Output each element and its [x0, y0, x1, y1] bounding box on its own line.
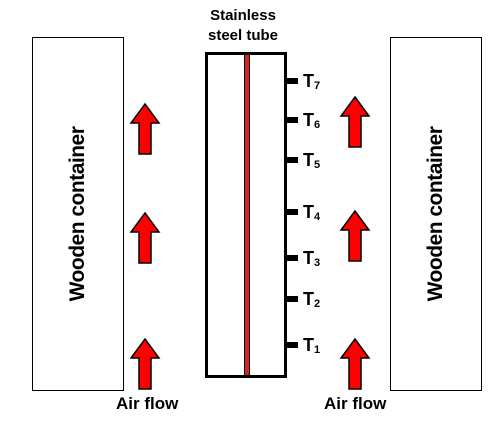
stainless-steel-tube — [205, 52, 287, 378]
up-arrow-icon — [339, 337, 371, 390]
sensor-label-t1: T1 — [303, 335, 321, 356]
left-wooden-container: Wooden container — [32, 37, 124, 391]
sensor-tick-t1 — [287, 342, 298, 348]
right-wooden-container: Wooden container — [390, 37, 482, 391]
sensor-label-t6: T6 — [303, 110, 321, 131]
left-container-label: Wooden container — [66, 126, 89, 302]
sensor-tick-t3 — [287, 255, 298, 261]
up-arrow-icon — [339, 209, 371, 262]
sensor-label-t4: T4 — [303, 202, 321, 223]
sensor-label-t3: T3 — [303, 248, 321, 269]
air-flow-label-left: Air flow — [116, 394, 179, 413]
sensor-tick-t5 — [287, 157, 298, 163]
sensor-label-t2: T2 — [303, 289, 321, 310]
tube-caption: Stainless steel tube — [188, 6, 298, 46]
up-arrow-icon — [129, 337, 161, 390]
right-container-label: Wooden container — [424, 126, 447, 302]
tube-caption-line2: steel tube — [207, 27, 279, 44]
sensor-tick-t2 — [287, 296, 298, 302]
up-arrow-icon — [129, 102, 161, 155]
sensor-label-t5: T5 — [303, 150, 321, 171]
sensor-tick-t4 — [287, 209, 298, 215]
sensor-tick-t7 — [287, 78, 298, 84]
air-flow-label-right: Air flow — [324, 394, 387, 413]
sensor-tick-t6 — [287, 117, 298, 123]
tube-core — [244, 55, 250, 375]
up-arrow-icon — [129, 211, 161, 264]
sensor-label-t7: T7 — [303, 71, 321, 92]
up-arrow-icon — [339, 95, 371, 148]
tube-caption-line1: Stainless — [210, 7, 276, 24]
